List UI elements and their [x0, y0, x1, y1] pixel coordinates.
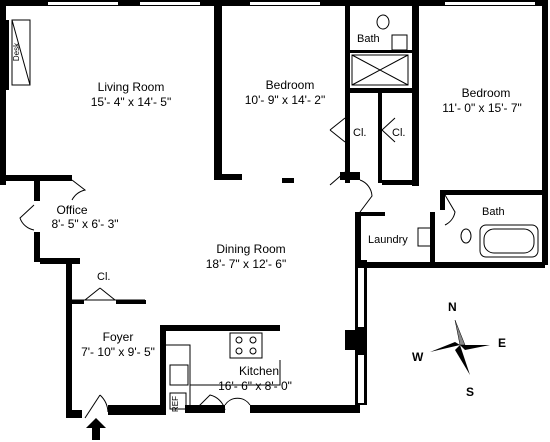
desk-label: Desk	[12, 42, 22, 62]
bedroom2-name: Bedroom	[461, 86, 511, 100]
compass-east: E	[498, 336, 507, 350]
bedroom1-name: Bedroom	[265, 78, 315, 92]
bedroom1-dims: 10'- 9" x 14'- 2"	[244, 93, 326, 107]
entrance-arrow-icon	[86, 418, 106, 440]
dining-room-name: Dining Room	[216, 242, 286, 256]
compass-south: S	[466, 385, 475, 399]
foyer-name: Foyer	[102, 330, 134, 344]
foyer-closet-label: Cl.	[97, 271, 111, 283]
living-room-dims: 15'- 4" x 14'- 5"	[90, 95, 172, 109]
fixtures	[72, 14, 539, 410]
compass-north: N	[448, 300, 457, 314]
laundry-label: Laundry	[368, 234, 408, 246]
living-room-name: Living Room	[97, 80, 165, 94]
compass-west: W	[412, 350, 424, 364]
closet-2-label: Cl.	[392, 127, 406, 139]
kitchen-dims: 16'- 6" x 8'- 0"	[218, 379, 292, 393]
bedroom2-dims: 11'- 0" x 15'- 7"	[442, 101, 522, 115]
bath-right-label: Bath	[482, 206, 505, 218]
kitchen-name: Kitchen	[238, 364, 280, 378]
office-dims: 8'- 5" x 6'- 3"	[51, 217, 119, 231]
office-name: Office	[56, 203, 88, 217]
fridge-label: REF	[171, 396, 180, 412]
dining-room-dims: 18'- 7" x 12'- 6"	[205, 257, 287, 271]
bath-top-label: Bath	[357, 33, 380, 45]
foyer-dims: 7'- 10" x 9'- 5"	[81, 345, 155, 359]
compass-rose	[430, 319, 490, 375]
door-swings	[19, 117, 456, 419]
closet-1-label: Cl.	[353, 127, 367, 139]
